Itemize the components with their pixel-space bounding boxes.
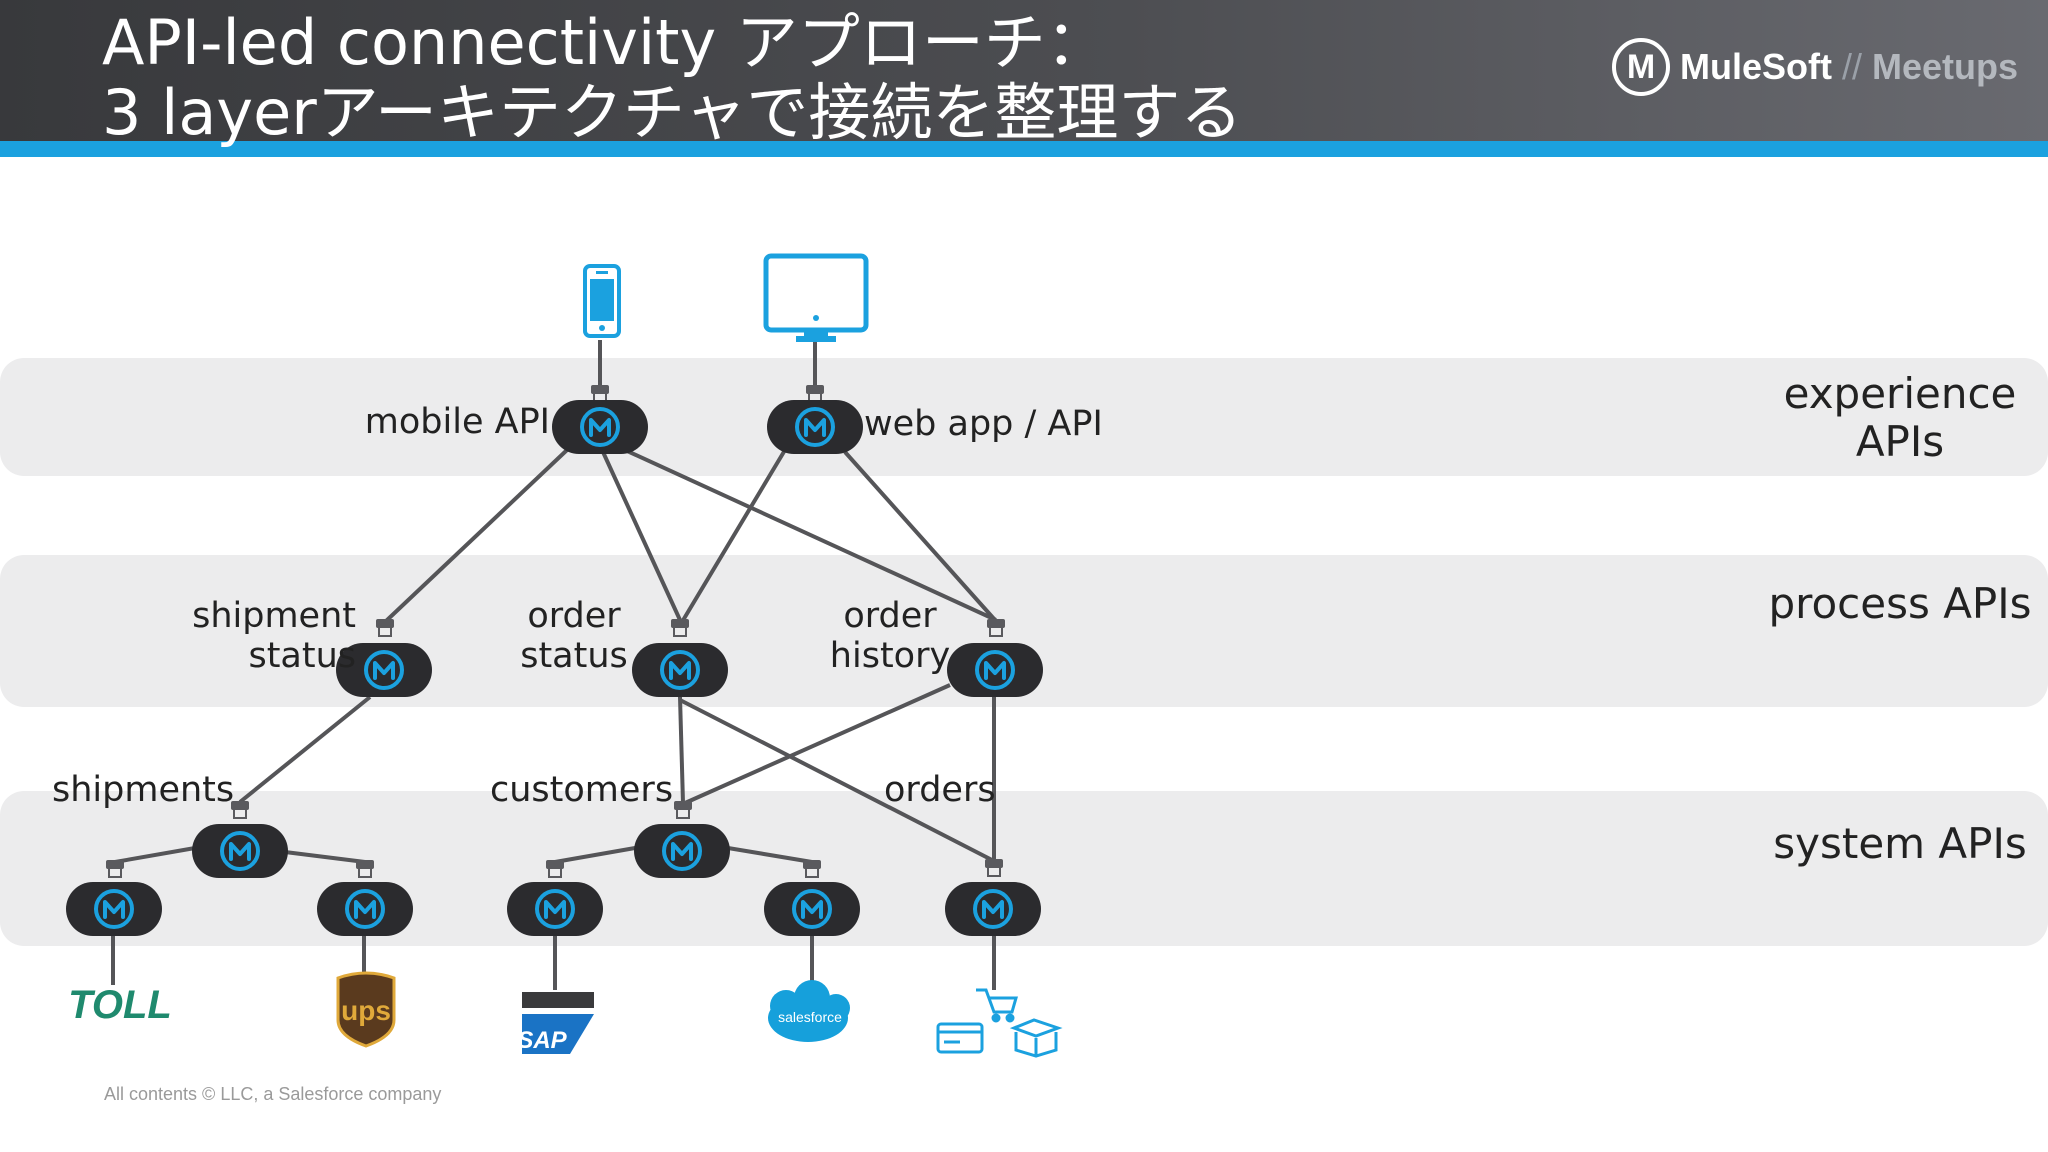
smartphone-icon [583, 264, 621, 338]
node-shipments [190, 822, 290, 880]
header-accent-stripe [0, 141, 2048, 157]
connector-toll-api [105, 859, 125, 878]
connector-sap-api [545, 859, 565, 878]
label-customers: customers [490, 770, 674, 810]
layer-label-process: process APIs [1768, 579, 2032, 628]
connector-shipment-status [375, 618, 395, 637]
node-ups-api [315, 880, 415, 938]
experience-layer-band [0, 358, 2048, 476]
label-shipments: shipments [52, 770, 235, 810]
brand-separator: // [1841, 46, 1862, 87]
salesforce-logo: salesforce [768, 980, 850, 1042]
node-salesforce-api [762, 880, 862, 938]
slide-title: API-led connectivity アプローチ： 3 layerアーキテク… [102, 8, 1242, 148]
connector-mobile-api [590, 384, 610, 403]
node-sap-api [505, 880, 605, 938]
desktop-monitor-icon [763, 253, 869, 342]
label-order-history: order history [829, 596, 951, 676]
sap-logo: SAP [517, 992, 594, 1054]
ups-logo: ups [336, 971, 396, 1048]
node-mobile-api [550, 398, 650, 456]
connector-orders-api [984, 858, 1004, 877]
connector-order-history [986, 618, 1006, 637]
node-web-app-api [765, 398, 865, 456]
connector-ups-api [355, 859, 375, 878]
node-orders-api [943, 880, 1043, 938]
node-toll-api [64, 880, 164, 938]
copyright-footer: All contents © LLC, a Salesforce company [104, 1084, 442, 1104]
label-shipment-status: shipment status [192, 596, 356, 676]
svg-text:salesforce: salesforce [778, 1009, 842, 1025]
connector-customers [673, 800, 693, 819]
connector-salesforce-api [802, 859, 822, 878]
toll-logo: TOLL [68, 983, 172, 1027]
brand-subtitle: Meetups [1872, 46, 2019, 87]
svg-text:ups: ups [341, 995, 391, 1026]
svg-text:SAP: SAP [517, 1027, 567, 1054]
label-orders: orders [884, 770, 996, 810]
title-line-2: 3 layerアーキテクチャで接続を整理する [102, 76, 1243, 149]
ecommerce-icon [936, 988, 1063, 1058]
svg-text:TOLL: TOLL [68, 983, 172, 1027]
mulesoft-meetups-logo: M MuleSoft // Meetups [1612, 34, 2018, 100]
layer-label-system: system APIs [1773, 819, 2027, 868]
node-order-history [945, 641, 1045, 699]
connector-order-status [670, 618, 690, 637]
slide-header [0, 0, 2048, 141]
layer-label-experience: experience APIs [1783, 369, 2017, 466]
node-order-status [630, 641, 730, 699]
label-mobile-api: mobile API [364, 402, 550, 442]
title-line-1: API-led connectivity アプローチ： [102, 6, 1108, 79]
label-order-status: order status [520, 596, 628, 676]
connector-web-app-api [805, 384, 825, 403]
mulesoft-logo-icon: M [1612, 38, 1670, 96]
node-customers [632, 822, 732, 880]
connection-lines [111, 338, 997, 990]
brand-name: MuleSoft [1680, 46, 1832, 87]
label-web-app-api: web app / API [864, 404, 1103, 444]
